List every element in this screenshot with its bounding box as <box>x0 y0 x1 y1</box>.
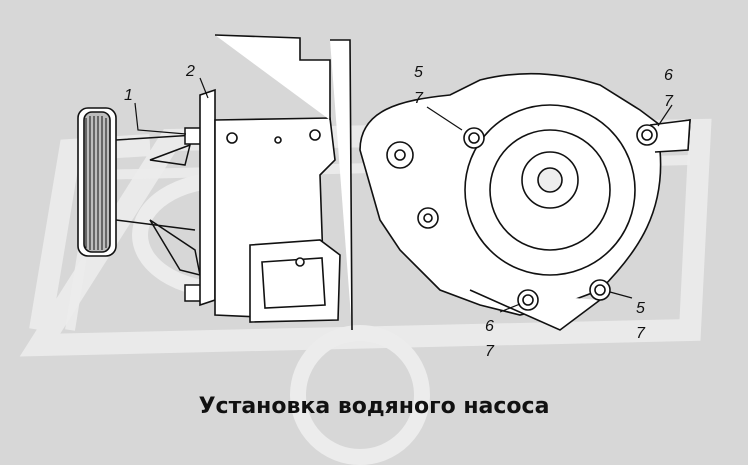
figure-caption: Установка водяного насоса <box>198 394 550 419</box>
pump-body <box>359 72 691 331</box>
callout-7-top: 7 <box>414 90 424 107</box>
bolts <box>463 124 658 311</box>
leader-lines <box>134 77 673 313</box>
callout-7-top-right: 7 <box>664 93 674 110</box>
callout-2: 2 <box>185 63 195 80</box>
pump-housing <box>199 34 353 331</box>
callout-7-bottom-right: 7 <box>636 325 646 342</box>
callout-1: 1 <box>124 87 133 104</box>
callout-6-top: 6 <box>664 67 673 84</box>
callout-7-bottom: 7 <box>485 343 495 360</box>
callout-5-bottom: 5 <box>636 300 645 317</box>
callout-6-bottom: 6 <box>485 318 494 335</box>
callout-5-top: 5 <box>414 64 423 81</box>
pulley <box>77 107 117 257</box>
